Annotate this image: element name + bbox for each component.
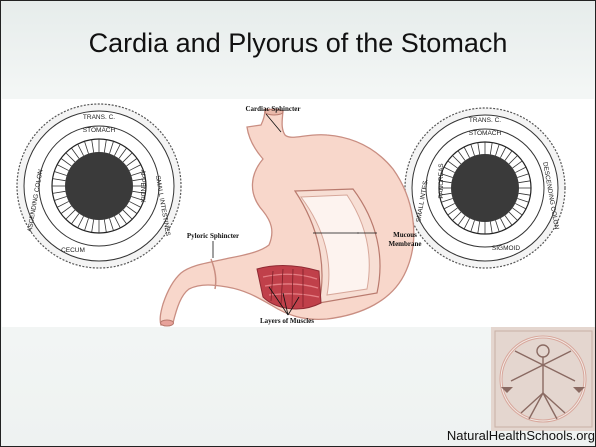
label-layers-of-muscles: Layers of Muscles <box>260 317 314 325</box>
right-chart-label-pancreas: PANCREAS <box>438 163 445 199</box>
right-pupil <box>451 154 519 222</box>
right-chart-label-sigmoid: SIGMOID <box>492 245 520 252</box>
left-chart-label-appendix: APPENDIX <box>139 170 146 204</box>
right-chart-label-stomach: STOMACH <box>469 130 502 137</box>
left-chart-label-cecum: CECUM <box>61 247 85 254</box>
left-chart-label-stomach: STOMACH <box>83 127 116 134</box>
right-iris-chart: STOMACH TRANS. C. SIGMOID DESCENDING COL… <box>405 108 565 268</box>
duodenum-opening <box>161 320 174 326</box>
stomach-illustration <box>160 109 414 326</box>
label-pyloric-sphincter: Pyloric Sphincter <box>187 232 239 240</box>
label-mucous: Mucous <box>393 231 417 239</box>
vitruvian-logo <box>491 327 596 431</box>
label-membrane: Membrane <box>388 240 421 248</box>
left-pupil <box>65 152 133 220</box>
footer-site-name: NaturalHealthSchools.org <box>447 428 595 443</box>
right-chart-label-trans: TRANS. C. <box>469 117 501 124</box>
label-cardiac-sphincter: Cardiac Sphincter <box>245 105 300 113</box>
left-iris-chart: STOMACH TRANS. C. CECUM ASCENDING COLON … <box>17 104 181 268</box>
left-chart-label-trans: TRANS. C. <box>83 114 115 121</box>
